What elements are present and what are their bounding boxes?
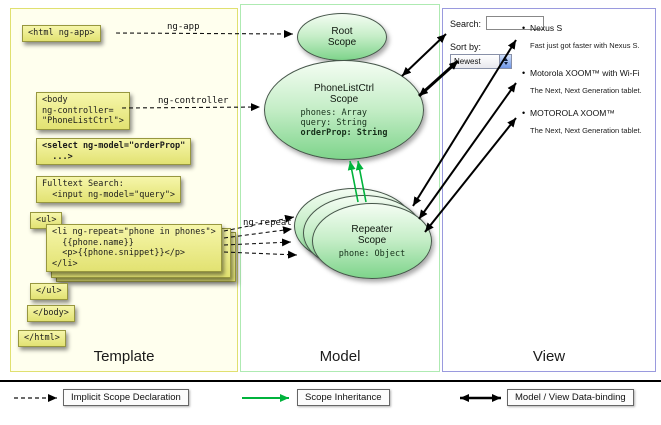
- list-item-name: Motorola XOOM™ with Wi-Fi: [530, 68, 640, 78]
- code-li-repeat: <li ng-repeat="phone in phones"> {{phone…: [46, 224, 222, 272]
- bullet-icon: •: [522, 108, 526, 118]
- legend-data-binding: Model / View Data-binding: [507, 389, 634, 406]
- search-label: Search:: [450, 19, 482, 29]
- code-ul-close: </ul>: [30, 283, 68, 300]
- list-item-desc: The Next, Next Generation tablet.: [530, 86, 642, 95]
- code-fulltext-search: Fulltext Search: <input ng-model="query"…: [36, 176, 182, 203]
- template-label: Template: [93, 348, 155, 365]
- code-body-close: </body>: [27, 305, 75, 322]
- ng-repeat-label: ng-repeat: [243, 218, 292, 228]
- root-scope-ellipse: Root Scope: [297, 13, 387, 61]
- ng-controller-label: ng-controller: [158, 96, 229, 106]
- sort-select[interactable]: Newest: [450, 54, 512, 69]
- repeater-scope-title: Repeater Scope: [351, 223, 393, 246]
- phonelistctrl-scope-props: phones: Array query: String orderProp: S…: [301, 108, 388, 138]
- sort-by-label: Sort by:: [450, 42, 482, 52]
- repeater-scope-ellipse: Repeater Scope phone: Object: [312, 203, 432, 279]
- model-label: Model: [319, 348, 361, 365]
- sort-select-value: Newest: [454, 57, 481, 66]
- search-input[interactable]: [486, 16, 544, 30]
- scope-prop: query: String: [300, 117, 368, 128]
- list-item-desc: Fast just got faster with Nexus S.: [530, 41, 640, 50]
- scope-prop: phones: Array: [300, 107, 368, 118]
- code-select: <select ng-model="orderProp" ...>: [36, 138, 192, 165]
- view-label: View: [532, 348, 566, 365]
- scope-prop-orderprop: orderProp: String: [300, 127, 388, 138]
- select-arrows-icon: [499, 55, 511, 68]
- list-item-name: Nexus S: [530, 23, 563, 33]
- list-item-desc: The Next, Next Generation tablet.: [530, 126, 642, 135]
- code-html-open: <html ng-app>: [22, 25, 101, 42]
- scope-prop: phone: Object: [338, 248, 406, 259]
- code-html-close: </html>: [18, 330, 66, 347]
- legend-implicit-scope: Implicit Scope Declaration: [63, 389, 189, 406]
- phonelistctrl-scope-title: PhoneListCtrl Scope: [313, 82, 375, 105]
- phonelistctrl-scope-ellipse: PhoneListCtrl Scope phones: Array query:…: [264, 60, 424, 160]
- list-item-name: MOTOROLA XOOM™: [530, 108, 615, 118]
- legend-separator: [0, 380, 661, 382]
- bullet-icon: •: [522, 68, 526, 78]
- ng-app-label: ng-app: [167, 22, 200, 32]
- legend-scope-inheritance: Scope Inheritance: [297, 389, 390, 406]
- repeater-scope-props: phone: Object: [339, 249, 406, 259]
- bullet-icon: •: [522, 23, 526, 33]
- code-body-open: <body ng-controller= "PhoneListCtrl">: [36, 92, 130, 130]
- root-scope-title: Root Scope: [327, 26, 357, 48]
